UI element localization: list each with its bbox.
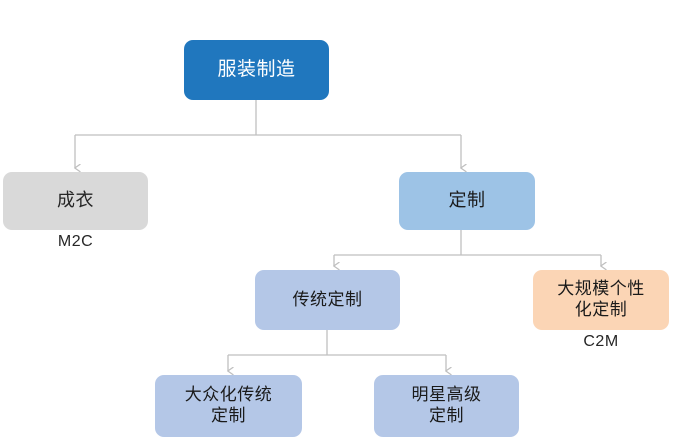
node-celebrity-haute-custom[interactable]: 明星高级 定制 xyxy=(374,375,519,437)
node-root[interactable]: 服装制造 xyxy=(184,40,329,100)
node-mass-personalized-custom[interactable]: 大规模个性 化定制 xyxy=(533,270,669,330)
caption-ready-made: M2C xyxy=(57,233,94,250)
node-traditional-custom[interactable]: 传统定制 xyxy=(255,270,400,330)
node-mass-traditional-custom[interactable]: 大众化传统 定制 xyxy=(155,375,302,437)
node-ready-made[interactable]: 成衣 xyxy=(3,172,148,230)
caption-mass-personalized-custom: C2M xyxy=(583,333,619,350)
node-custom[interactable]: 定制 xyxy=(399,172,535,230)
